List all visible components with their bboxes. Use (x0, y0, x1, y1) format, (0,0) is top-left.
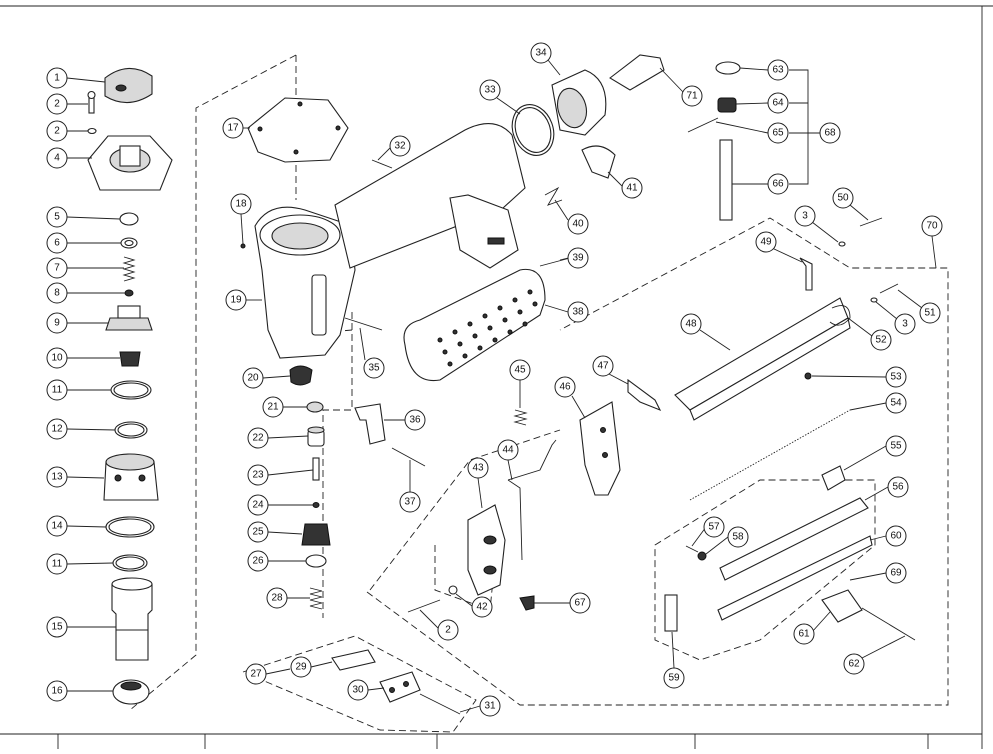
callout-46: 46 (559, 382, 571, 393)
callout-41: 41 (626, 183, 638, 194)
callout-59: 59 (668, 673, 680, 684)
grip-holes (437, 289, 538, 367)
callout-3: 3 (902, 319, 908, 330)
callout-27: 27 (250, 669, 262, 680)
callout-12: 12 (51, 424, 63, 435)
callout-45: 45 (514, 365, 526, 376)
callout-4: 4 (54, 153, 60, 164)
callout-19: 19 (230, 295, 242, 306)
callout-62: 62 (848, 659, 860, 670)
callout-8: 8 (54, 288, 60, 299)
right-parts (664, 61, 916, 641)
callout-16: 16 (51, 686, 63, 697)
callout-26: 26 (252, 556, 264, 567)
callout-68: 68 (824, 128, 836, 139)
callout-28: 28 (271, 593, 283, 604)
callout-7: 7 (54, 263, 60, 274)
callout-21: 21 (267, 402, 279, 413)
callout-1: 1 (54, 73, 60, 84)
callout-53: 53 (890, 372, 902, 383)
callout-bubbles: 1 2 2 4 5 6 7 8 9 10 11 12 (46, 42, 943, 717)
callout-37: 37 (404, 497, 416, 508)
callout-32: 32 (394, 141, 406, 152)
callout-50: 50 (837, 193, 849, 204)
callout-58: 58 (732, 532, 744, 543)
callout-71: 71 (686, 91, 698, 102)
callout-14: 14 (51, 521, 63, 532)
callout-31: 31 (484, 701, 496, 712)
callout-10: 10 (51, 353, 63, 364)
callout-57: 57 (708, 522, 720, 533)
callout-29: 29 (295, 662, 307, 673)
callout-11: 11 (52, 559, 63, 570)
callout-47: 47 (597, 361, 609, 372)
callout-65: 65 (772, 128, 784, 139)
callout-6: 6 (54, 238, 60, 249)
callout-33: 33 (484, 85, 496, 96)
callout-69: 69 (890, 568, 902, 579)
callout-51: 51 (924, 308, 936, 319)
callout-40: 40 (572, 219, 584, 230)
callout-67: 67 (574, 598, 586, 609)
callout-38: 38 (572, 307, 584, 318)
callout-9: 9 (54, 318, 60, 329)
callout-13: 13 (51, 472, 63, 483)
callout-35: 35 (368, 363, 380, 374)
callout-49: 49 (760, 237, 772, 248)
callout-25: 25 (252, 527, 264, 538)
tool-body (240, 97, 526, 386)
callout-2: 2 (54, 99, 60, 110)
callout-34: 34 (535, 48, 547, 59)
callout-55: 55 (890, 441, 902, 452)
callout-2: 2 (445, 625, 451, 636)
callout-20: 20 (247, 373, 259, 384)
callout-42: 42 (476, 602, 488, 613)
callout-30: 30 (352, 685, 364, 696)
callout-66: 66 (772, 179, 784, 190)
callout-43: 43 (472, 463, 484, 474)
callout-56: 56 (892, 482, 904, 493)
callout-44: 44 (502, 445, 514, 456)
middle-parts (301, 54, 665, 715)
callout-22: 22 (252, 433, 264, 444)
callout-52: 52 (875, 335, 887, 346)
callout-18: 18 (235, 199, 247, 210)
callout-48: 48 (685, 319, 697, 330)
left-column-parts (87, 67, 173, 705)
callout-64: 64 (772, 98, 784, 109)
page-frame (0, 5, 993, 749)
callout-61: 61 (798, 629, 810, 640)
callout-60: 60 (890, 531, 902, 542)
callout-36: 36 (409, 415, 421, 426)
callout-63: 63 (772, 65, 784, 76)
callout-23: 23 (252, 470, 264, 481)
callout-39: 39 (572, 253, 584, 264)
callout-1-bubble (46, 67, 68, 89)
callout-5: 5 (54, 212, 60, 223)
callout-54: 54 (890, 398, 902, 409)
assembly-outlines (129, 54, 949, 733)
callout-24: 24 (252, 500, 264, 511)
callout-3: 3 (802, 211, 808, 222)
callout-2: 2 (54, 126, 60, 137)
callout-17: 17 (227, 123, 239, 134)
callout-11: 11 (52, 385, 63, 396)
callout-70: 70 (926, 221, 938, 232)
callout-15: 15 (51, 622, 63, 633)
